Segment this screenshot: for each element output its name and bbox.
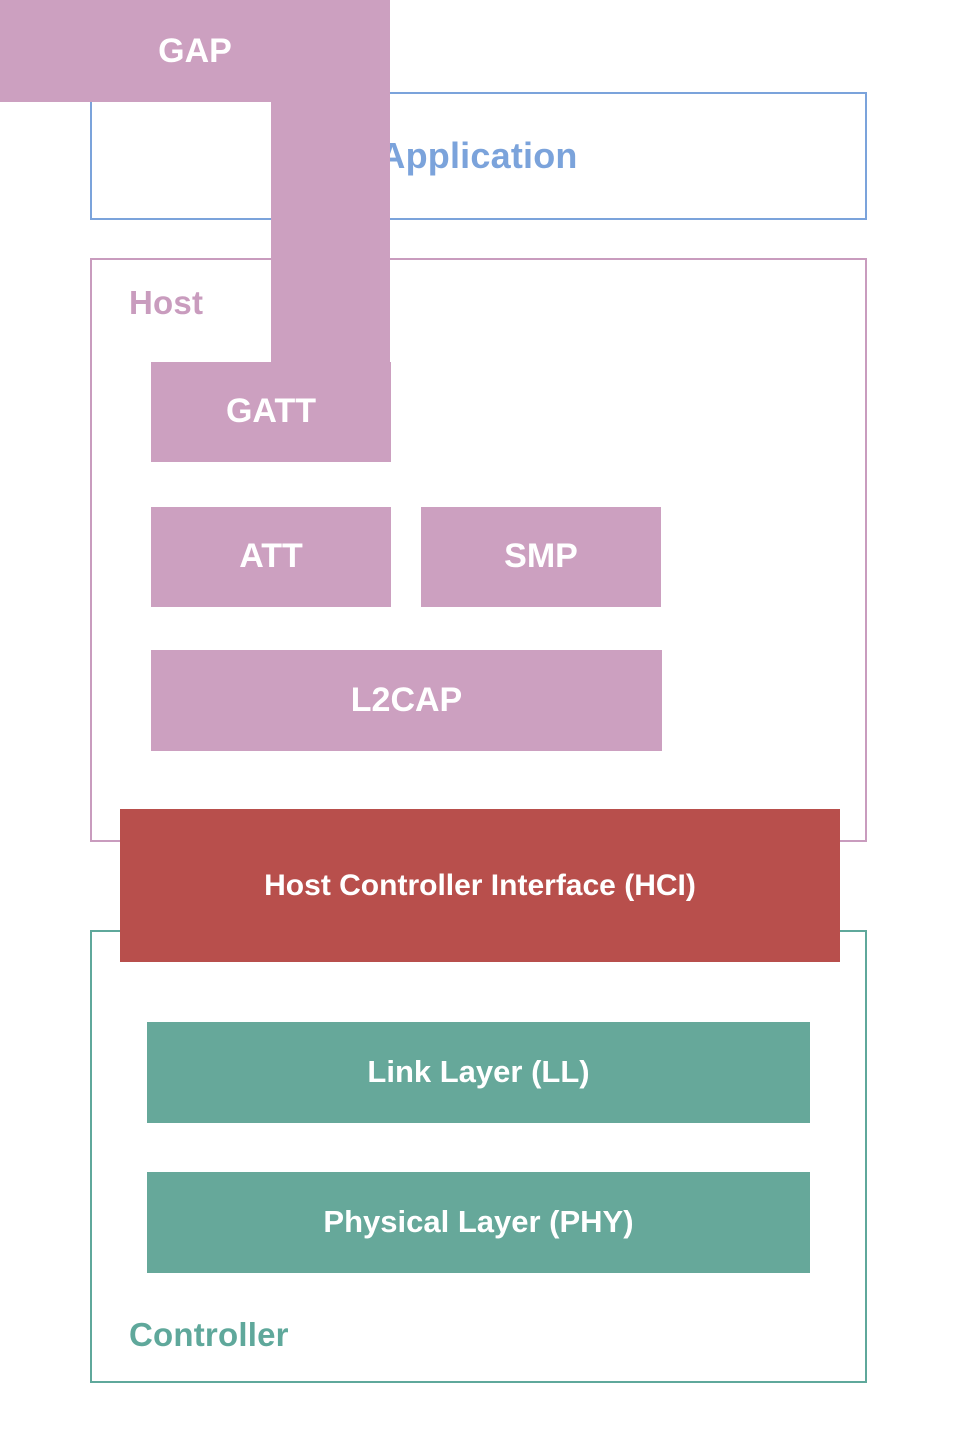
gap-right-column	[271, 102, 390, 389]
host-block-gap: GAP	[0, 0, 390, 389]
host-block-l2cap: L2CAP	[151, 650, 662, 751]
controller-block-physical-layer: Physical Layer (PHY)	[147, 1172, 810, 1273]
host-controller-interface-block: Host Controller Interface (HCI)	[120, 809, 840, 962]
application-section-frame	[90, 92, 867, 220]
host-block-gap-label: GAP	[158, 31, 232, 70]
gap-top-bar	[0, 0, 390, 102]
host-block-att: ATT	[151, 507, 391, 607]
host-block-smp: SMP	[421, 507, 661, 607]
controller-block-link-layer: Link Layer (LL)	[147, 1022, 810, 1123]
application-section-label: Application	[379, 135, 578, 176]
host-section-label: Host	[129, 284, 204, 321]
controller-section-label: Controller	[129, 1316, 289, 1353]
